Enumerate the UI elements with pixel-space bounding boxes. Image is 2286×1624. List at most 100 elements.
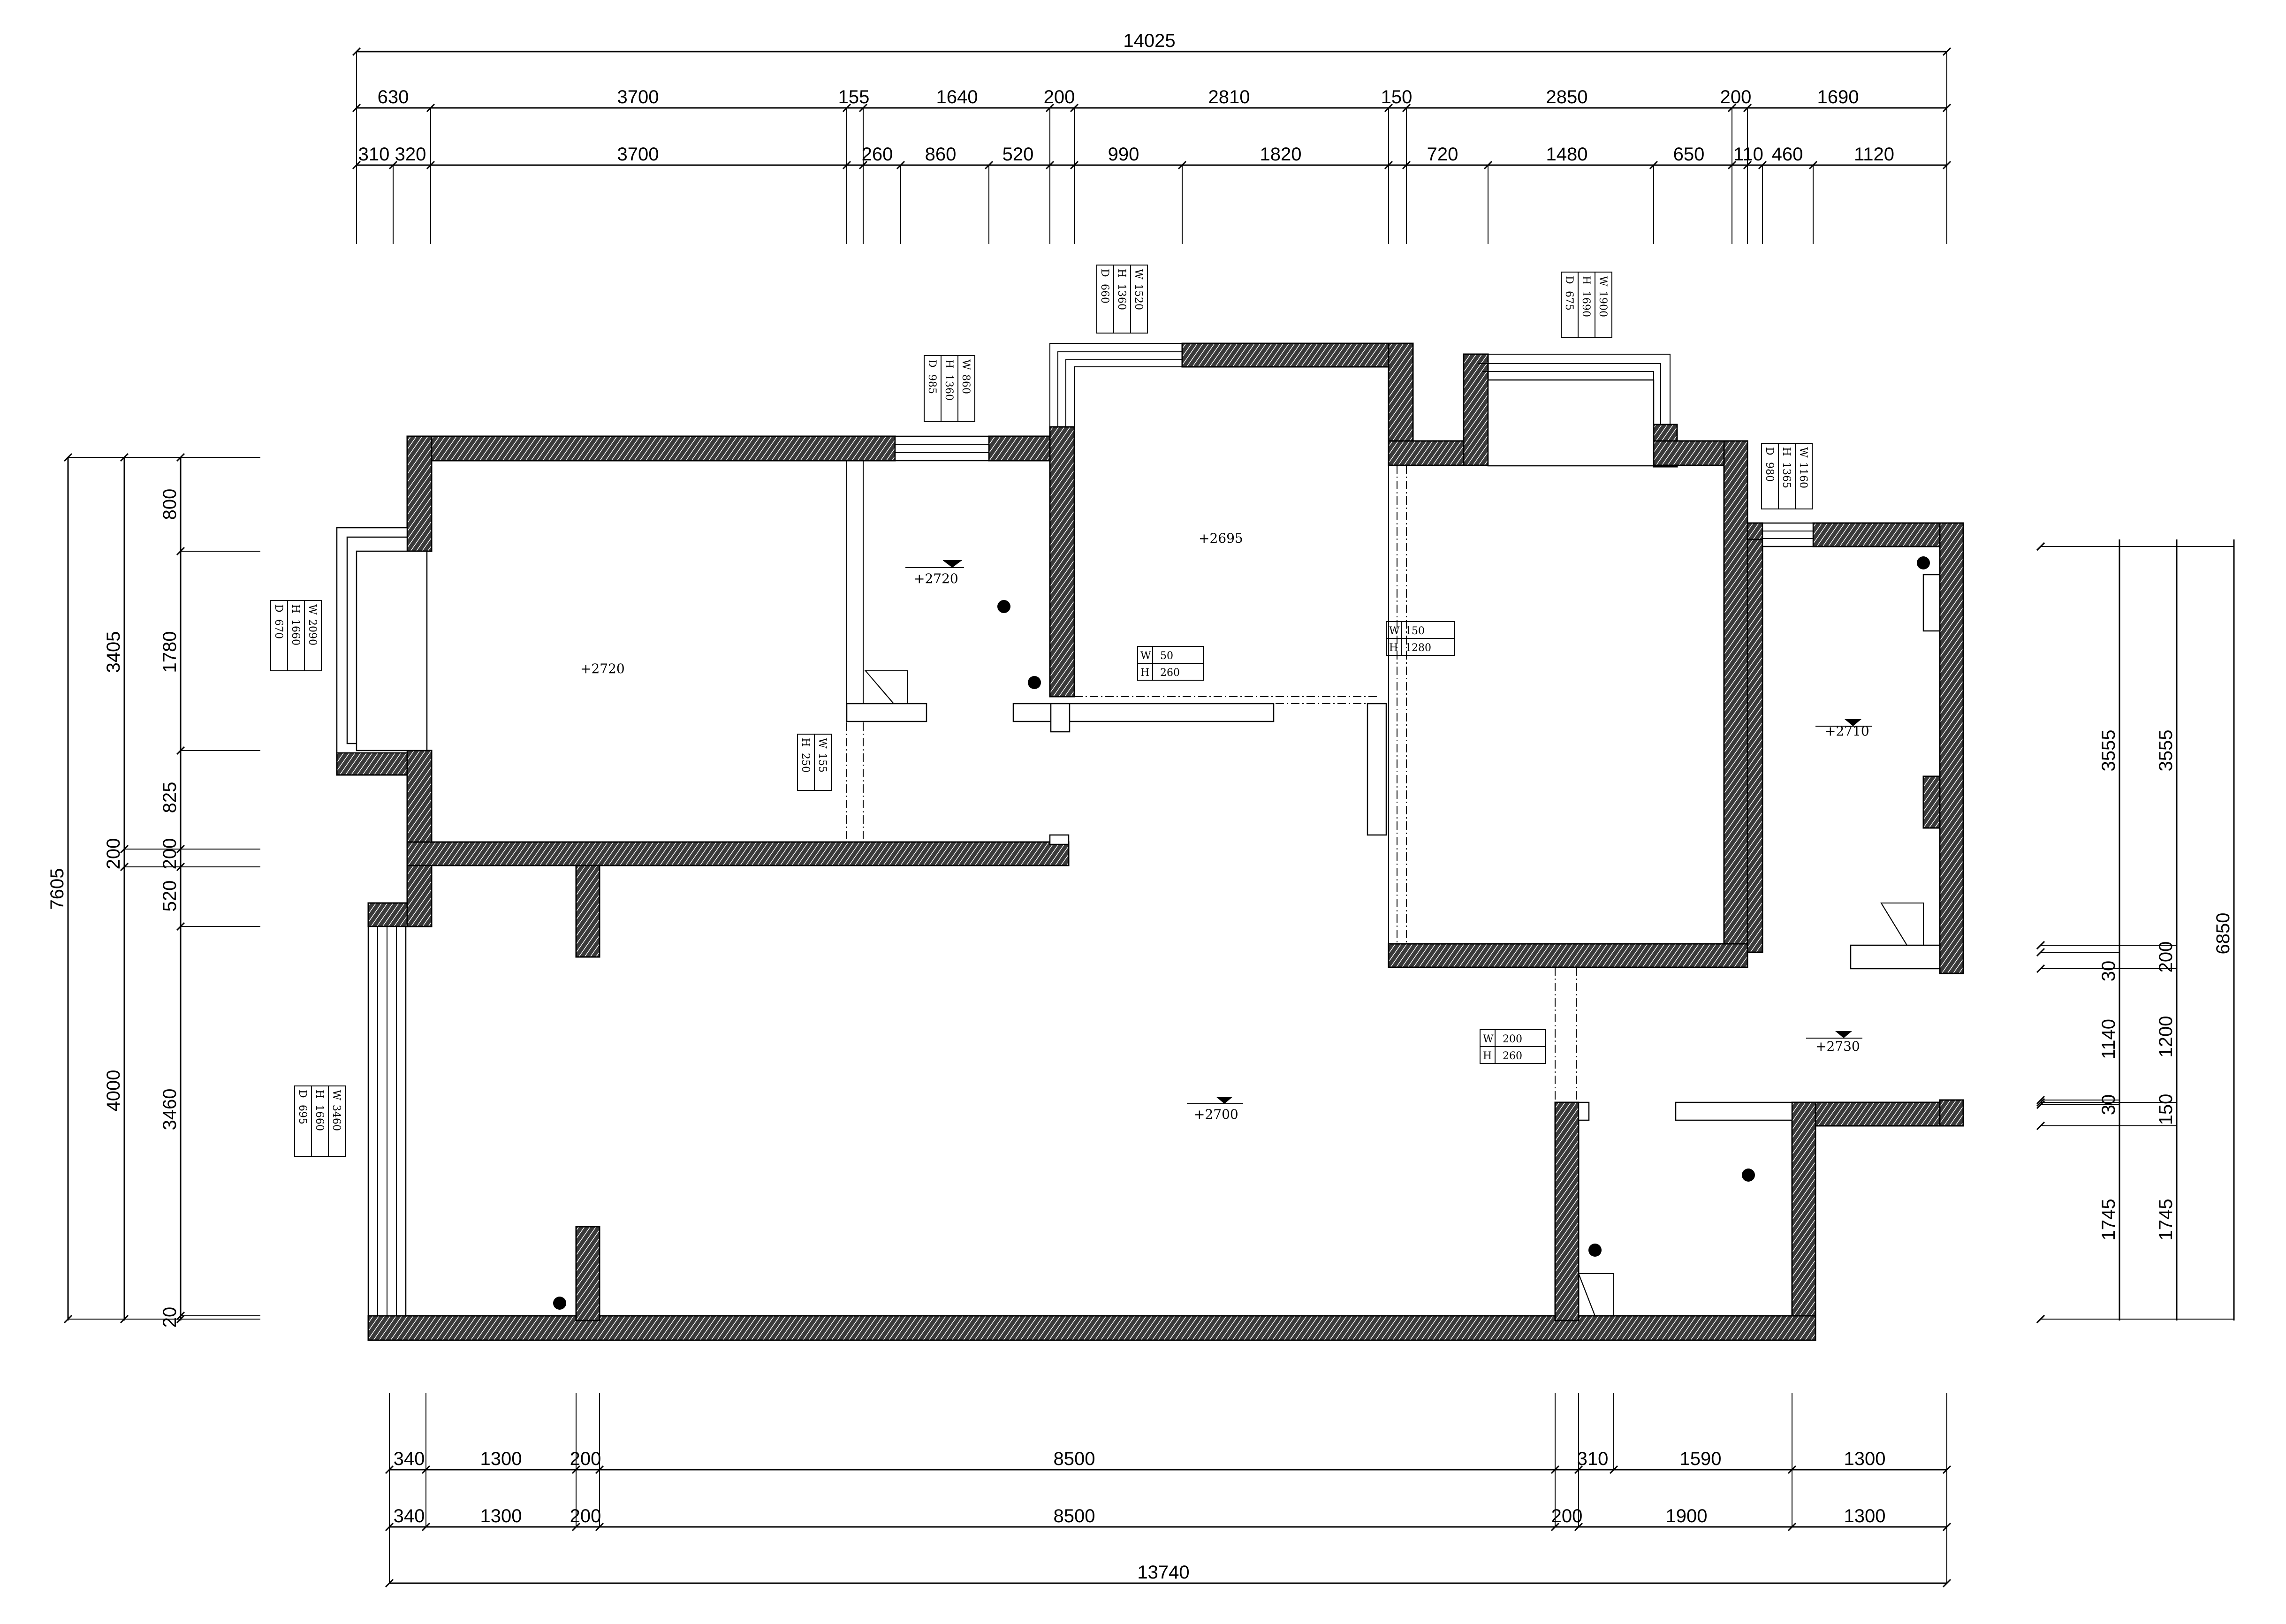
dim-text: 200 bbox=[103, 838, 124, 870]
dim-slash bbox=[421, 1522, 431, 1532]
top-dimension-row1: 630 3700 155 1640 200 2810 150 2850 200 … bbox=[378, 87, 1859, 107]
dim-slash bbox=[1045, 103, 1055, 113]
dim-slash bbox=[1070, 103, 1079, 113]
dim-slash bbox=[595, 1522, 604, 1532]
dim-text: 110 bbox=[1733, 144, 1763, 165]
dim-text: 520 bbox=[1002, 144, 1034, 165]
dim-slash bbox=[2036, 1314, 2045, 1324]
tag-value: 675 bbox=[1563, 291, 1575, 311]
level-mark: +2720 bbox=[905, 560, 964, 586]
tag-value: 3460 bbox=[330, 1105, 342, 1131]
dim-slash bbox=[176, 546, 185, 556]
dim-slash bbox=[385, 1578, 394, 1588]
dim-text: 1300 bbox=[480, 1506, 522, 1526]
dim-slash bbox=[1743, 160, 1752, 170]
dim-text: 1745 bbox=[2156, 1199, 2176, 1241]
dim-slash bbox=[1942, 160, 1952, 170]
tag-label: H bbox=[313, 1090, 325, 1099]
dim-slash bbox=[984, 160, 994, 170]
tag-value: 1660 bbox=[289, 619, 301, 645]
dim-text: 150 bbox=[1381, 87, 1413, 107]
pipe-dot bbox=[1028, 676, 1041, 689]
dim-slash bbox=[1384, 160, 1393, 170]
duct-box bbox=[1578, 1273, 1614, 1316]
tag-value: 660 bbox=[1099, 284, 1110, 304]
dim-text: 520 bbox=[159, 880, 180, 912]
tag-label: H bbox=[1483, 1050, 1492, 1062]
window-tags: D 985 H 1360 W 860 D 660 H 1360 W 1520 D… bbox=[270, 265, 1813, 1157]
right-dimensions: 3555 30 1140 30 1745 3555 200 1200 150 1… bbox=[2036, 539, 2235, 1324]
tag-label: W bbox=[1797, 447, 1809, 458]
dim-text: 200 bbox=[1551, 1506, 1583, 1526]
level-text: +2720 bbox=[580, 661, 625, 676]
tag-label: D bbox=[1099, 269, 1110, 277]
tag-value: 860 bbox=[960, 374, 972, 394]
dim-text: 4000 bbox=[103, 1070, 124, 1112]
window-tag: D 980 H 1365 W 1160 bbox=[1761, 443, 1813, 509]
tag-label: W bbox=[1140, 650, 1151, 662]
dim-text: 200 bbox=[159, 838, 180, 870]
dim-slash bbox=[1942, 103, 1952, 113]
dim-text: 200 bbox=[1044, 87, 1075, 107]
level-mark: +2720 bbox=[580, 661, 625, 676]
tag-label: D bbox=[273, 604, 284, 613]
tag-value: 1660 bbox=[313, 1105, 325, 1131]
dim-text: 3700 bbox=[617, 87, 659, 107]
dim-slash bbox=[858, 103, 868, 113]
dim-text: 310 bbox=[358, 144, 390, 165]
pipe-dot bbox=[997, 600, 1010, 613]
dim-slash bbox=[1384, 103, 1393, 113]
dim-slash bbox=[63, 453, 73, 462]
window-tag: H 250 W 155 bbox=[797, 734, 832, 791]
dim-left-outer: 7605 bbox=[47, 868, 68, 910]
dim-slash bbox=[352, 103, 361, 113]
level-text: +2710 bbox=[1825, 723, 1869, 739]
dim-text: 8500 bbox=[1054, 1449, 1095, 1469]
dim-slash bbox=[842, 103, 851, 113]
tag-value: 985 bbox=[926, 374, 938, 394]
opening-tag: W 50 H 260 bbox=[1137, 646, 1204, 681]
dim-slash bbox=[1649, 160, 1658, 170]
level-text: +2695 bbox=[1199, 531, 1243, 546]
dim-text: 320 bbox=[395, 144, 426, 165]
dim-slash bbox=[1402, 103, 1411, 113]
dim-slash bbox=[385, 1522, 394, 1532]
tag-label: W bbox=[306, 604, 318, 615]
window-tag: D 660 H 1360 W 1520 bbox=[1096, 265, 1148, 334]
tag-label: H bbox=[799, 738, 811, 747]
dim-slash bbox=[120, 453, 129, 462]
dim-slash bbox=[2036, 1095, 2045, 1105]
level-text: +2700 bbox=[1194, 1107, 1238, 1122]
pipes bbox=[553, 556, 1930, 1310]
tag-label: D bbox=[296, 1090, 308, 1098]
tag-value: 1280 bbox=[1405, 642, 1431, 654]
dim-slash bbox=[1550, 1522, 1560, 1532]
dim-slash bbox=[2036, 1100, 2045, 1109]
boiler bbox=[1922, 574, 1941, 632]
level-text: +2730 bbox=[1815, 1039, 1860, 1054]
dim-text: 630 bbox=[378, 87, 409, 107]
dim-text: 1690 bbox=[1817, 87, 1859, 107]
dim-text: 460 bbox=[1772, 144, 1803, 165]
tag-label: D bbox=[926, 359, 938, 368]
dim-slash bbox=[1942, 1578, 1952, 1588]
dim-top-total: 14025 bbox=[1123, 30, 1175, 51]
dim-slash bbox=[176, 746, 185, 755]
dim-slash bbox=[176, 1311, 185, 1320]
dim-slash bbox=[1402, 160, 1411, 170]
dim-slash bbox=[176, 1314, 185, 1324]
dim-text: 3700 bbox=[617, 144, 659, 165]
heater bbox=[1922, 775, 1941, 829]
dim-slash bbox=[1574, 1522, 1583, 1532]
window-tag: D 985 H 1360 W 860 bbox=[924, 355, 975, 422]
dim-slash bbox=[352, 47, 361, 56]
tag-label: H bbox=[1780, 447, 1792, 456]
dim-text: 2850 bbox=[1546, 87, 1588, 107]
dim-text: 1900 bbox=[1666, 1506, 1708, 1526]
dim-text: 155 bbox=[838, 87, 870, 107]
dim-text: 310 bbox=[1577, 1449, 1609, 1469]
interior-lines bbox=[846, 461, 1941, 1316]
dim-text: 200 bbox=[2156, 941, 2176, 973]
dim-text: 1120 bbox=[1854, 144, 1894, 165]
